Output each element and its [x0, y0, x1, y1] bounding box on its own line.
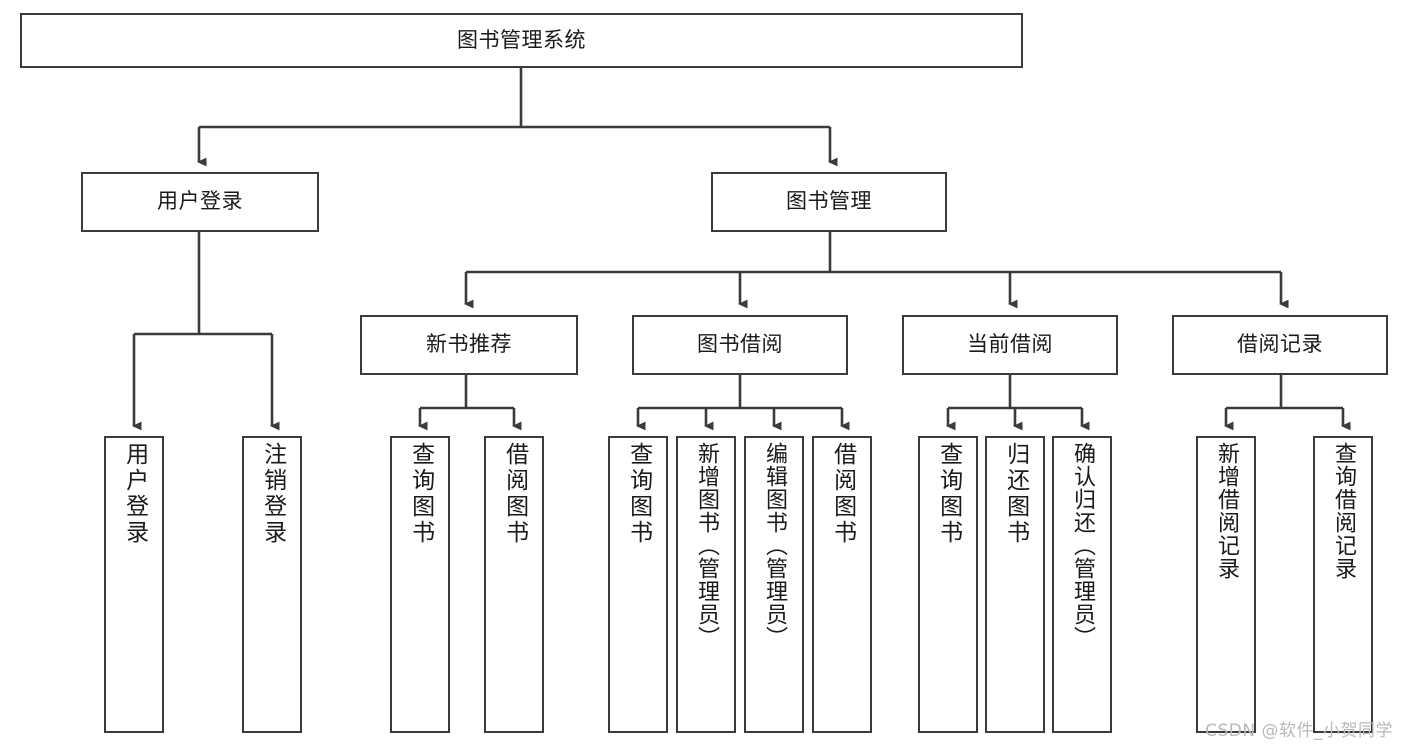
node-leaf-query-book-2-label: 查询图书: [625, 442, 652, 546]
node-borrow-record-label: 借阅记录: [1237, 332, 1323, 357]
node-leaf-edit-book[interactable]: 编辑图书（管理员）: [744, 436, 804, 733]
node-leaf-query-book-2[interactable]: 查询图书: [608, 436, 668, 733]
node-leaf-user-login[interactable]: 用户登录: [104, 436, 164, 733]
node-leaf-borrow-book-2-label: 借阅图书: [829, 442, 856, 546]
node-leaf-borrow-book-1[interactable]: 借阅图书: [484, 436, 544, 733]
node-book-borrow[interactable]: 图书借阅: [632, 315, 848, 375]
node-leaf-add-record[interactable]: 新增借阅记录: [1196, 436, 1256, 733]
node-leaf-return-book[interactable]: 归还图书: [985, 436, 1045, 733]
watermark: CSDN @软件_小贺同学: [1205, 721, 1393, 741]
node-leaf-return-book-label: 归还图书: [1002, 442, 1029, 546]
node-leaf-confirm-return[interactable]: 确认归还（管理员）: [1052, 436, 1112, 733]
node-book-manage[interactable]: 图书管理: [711, 172, 947, 232]
node-leaf-query-book-1[interactable]: 查询图书: [390, 436, 450, 733]
node-leaf-add-book[interactable]: 新增图书（管理员）: [676, 436, 736, 733]
node-leaf-borrow-book-1-label: 借阅图书: [501, 442, 528, 546]
node-leaf-user-login-label: 用户登录: [121, 442, 148, 546]
node-current-borrow[interactable]: 当前借阅: [902, 315, 1118, 375]
node-book-borrow-label: 图书借阅: [697, 332, 783, 357]
node-book-manage-label: 图书管理: [786, 189, 872, 214]
node-leaf-borrow-book-2[interactable]: 借阅图书: [812, 436, 872, 733]
node-new-book-rec[interactable]: 新书推荐: [360, 315, 578, 375]
node-leaf-add-book-label: 新增图书（管理员）: [693, 442, 719, 649]
node-leaf-query-book-3-label: 查询图书: [935, 442, 962, 546]
node-leaf-query-book-3[interactable]: 查询图书: [918, 436, 978, 733]
node-leaf-query-record[interactable]: 查询借阅记录: [1313, 436, 1373, 733]
node-borrow-record[interactable]: 借阅记录: [1172, 315, 1388, 375]
node-leaf-add-record-label: 新增借阅记录: [1213, 442, 1239, 580]
node-leaf-logout[interactable]: 注销登录: [242, 436, 302, 733]
node-leaf-edit-book-label: 编辑图书（管理员）: [761, 442, 787, 649]
node-new-book-rec-label: 新书推荐: [426, 332, 512, 357]
node-current-borrow-label: 当前借阅: [967, 332, 1053, 357]
node-leaf-logout-label: 注销登录: [259, 442, 286, 546]
node-root-label: 图书管理系统: [457, 27, 586, 52]
node-user-login[interactable]: 用户登录: [81, 172, 319, 232]
node-root[interactable]: 图书管理系统: [20, 13, 1023, 68]
node-leaf-query-record-label: 查询借阅记录: [1330, 442, 1356, 580]
node-leaf-confirm-return-label: 确认归还（管理员）: [1069, 442, 1095, 649]
node-leaf-query-book-1-label: 查询图书: [407, 442, 434, 546]
node-user-login-label: 用户登录: [157, 189, 243, 214]
